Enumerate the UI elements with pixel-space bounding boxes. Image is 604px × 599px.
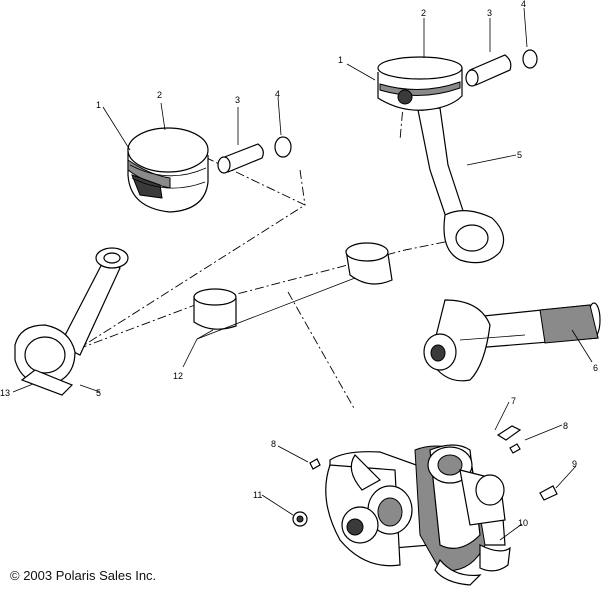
callout-10: 10 <box>518 518 528 528</box>
copyright-notice: © 2003 Polaris Sales Inc. <box>10 568 157 583</box>
connecting-rod-left <box>14 247 129 396</box>
callout-1-right: 1 <box>338 55 343 65</box>
plug-9 <box>539 485 558 501</box>
callout-5-left: 5 <box>96 388 101 398</box>
wrist-pin-left <box>217 143 264 174</box>
callout-11: 11 <box>253 490 262 500</box>
callout-4-left: 4 <box>275 89 280 99</box>
piston-right-assembly <box>377 56 505 264</box>
callout-8-right: 8 <box>563 421 568 431</box>
callout-5-right: 5 <box>517 150 522 160</box>
callout-12: 12 <box>173 371 183 381</box>
bearing-left <box>193 288 237 330</box>
piston-left <box>127 127 209 213</box>
callout-2-left: 2 <box>157 90 162 100</box>
screw-8-right <box>509 443 521 454</box>
plug-7 <box>496 425 522 441</box>
leader-lines <box>12 7 593 541</box>
callout-6: 6 <box>593 363 598 373</box>
callout-8-left: 8 <box>271 439 276 449</box>
callout-2-right: 2 <box>421 8 426 18</box>
bearing-right <box>345 242 393 285</box>
screw-8-left <box>309 458 321 470</box>
callout-3-left: 3 <box>235 95 240 105</box>
small-parts <box>292 425 558 527</box>
callout-1-left: 1 <box>96 100 101 110</box>
callout-3-right: 3 <box>487 8 492 18</box>
callout-13: 13 <box>0 388 10 398</box>
circlip-left <box>274 136 292 158</box>
wrist-pin-right <box>465 54 512 87</box>
output-shaft <box>423 299 601 382</box>
callout-4-right: 4 <box>521 0 526 9</box>
circlip-right <box>522 49 538 69</box>
callout-7: 7 <box>511 396 516 406</box>
callout-labels: 1 2 3 4 1 2 3 4 5 6 12 13 5 7 8 8 9 11 1… <box>0 0 598 528</box>
crankshaft <box>325 444 511 586</box>
callout-9: 9 <box>572 459 577 469</box>
